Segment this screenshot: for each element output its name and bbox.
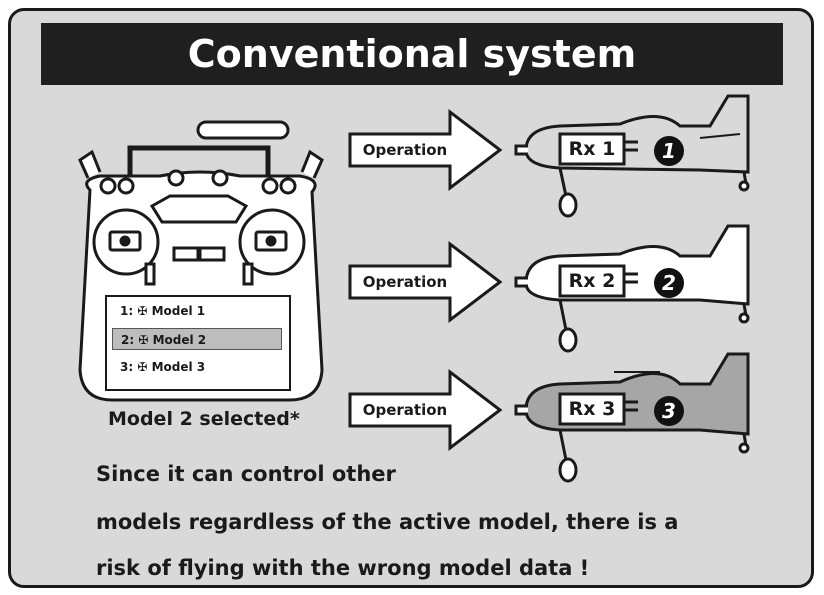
knob-icon: [279, 177, 297, 195]
warning-line-3: risk of flying with the wrong model data…: [96, 556, 590, 580]
model-slot-number: 1:: [120, 304, 134, 318]
plane-rx3: [514, 352, 750, 483]
selection-caption: Model 2 selected*: [108, 408, 300, 430]
knob-icon: [261, 177, 279, 195]
warning-line-1: Since it can control other: [96, 462, 396, 486]
rx-box: [558, 132, 626, 166]
rx-label: Rx 3: [568, 398, 616, 420]
stick-center-icon: [265, 235, 277, 247]
warning-line-2: models regardless of the active model, t…: [96, 510, 679, 534]
arrow-icon: [348, 368, 503, 452]
model-name: Model 3: [151, 360, 206, 374]
model-slot-number: 3:: [120, 360, 134, 374]
diagram-title: Conventional system: [41, 23, 783, 85]
arrow-icon: [348, 240, 503, 324]
rx-box: [558, 392, 626, 426]
arrow-label: Operation: [362, 141, 448, 159]
receiver-number-badge: 1: [654, 136, 684, 166]
rx-label: Rx 2: [568, 270, 616, 292]
knob-icon: [211, 169, 229, 187]
knob-icon: [99, 177, 117, 195]
model-slot-number: 2:: [121, 333, 135, 347]
plane-icon: ✠: [138, 333, 149, 347]
trim-icon: [242, 262, 254, 286]
plane-icon: ✠: [137, 360, 148, 374]
handle-icon: [127, 145, 271, 180]
antenna-icon: [196, 120, 290, 140]
knob-icon: [167, 169, 185, 187]
button-icon: [198, 246, 226, 262]
model-list-item[interactable]: 3: ✠ Model 3: [112, 356, 282, 378]
model-list-item[interactable]: 1: ✠ Model 1: [112, 300, 282, 322]
arrow-label: Operation: [362, 273, 448, 291]
trim-icon: [144, 262, 156, 286]
plane-rx1: [514, 94, 750, 218]
rx-label: Rx 1: [568, 138, 616, 160]
plane-rx2: [514, 224, 750, 353]
arrow-label: Operation: [362, 401, 448, 419]
switch-right-icon: [300, 149, 324, 179]
knob-icon: [117, 177, 135, 195]
model-list-item-selected[interactable]: 2: ✠ Model 2: [112, 328, 282, 350]
receiver-number-badge: 3: [654, 396, 684, 426]
switch-left-icon: [78, 149, 102, 179]
display-bezel: [149, 194, 249, 224]
stick-center-icon: [119, 235, 131, 247]
model-name: Model 2: [152, 333, 207, 347]
model-name: Model 1: [151, 304, 206, 318]
receiver-number-badge: 2: [654, 268, 684, 298]
button-icon: [172, 246, 200, 262]
arrow-icon: [348, 108, 503, 192]
plane-icon: ✠: [137, 304, 148, 318]
